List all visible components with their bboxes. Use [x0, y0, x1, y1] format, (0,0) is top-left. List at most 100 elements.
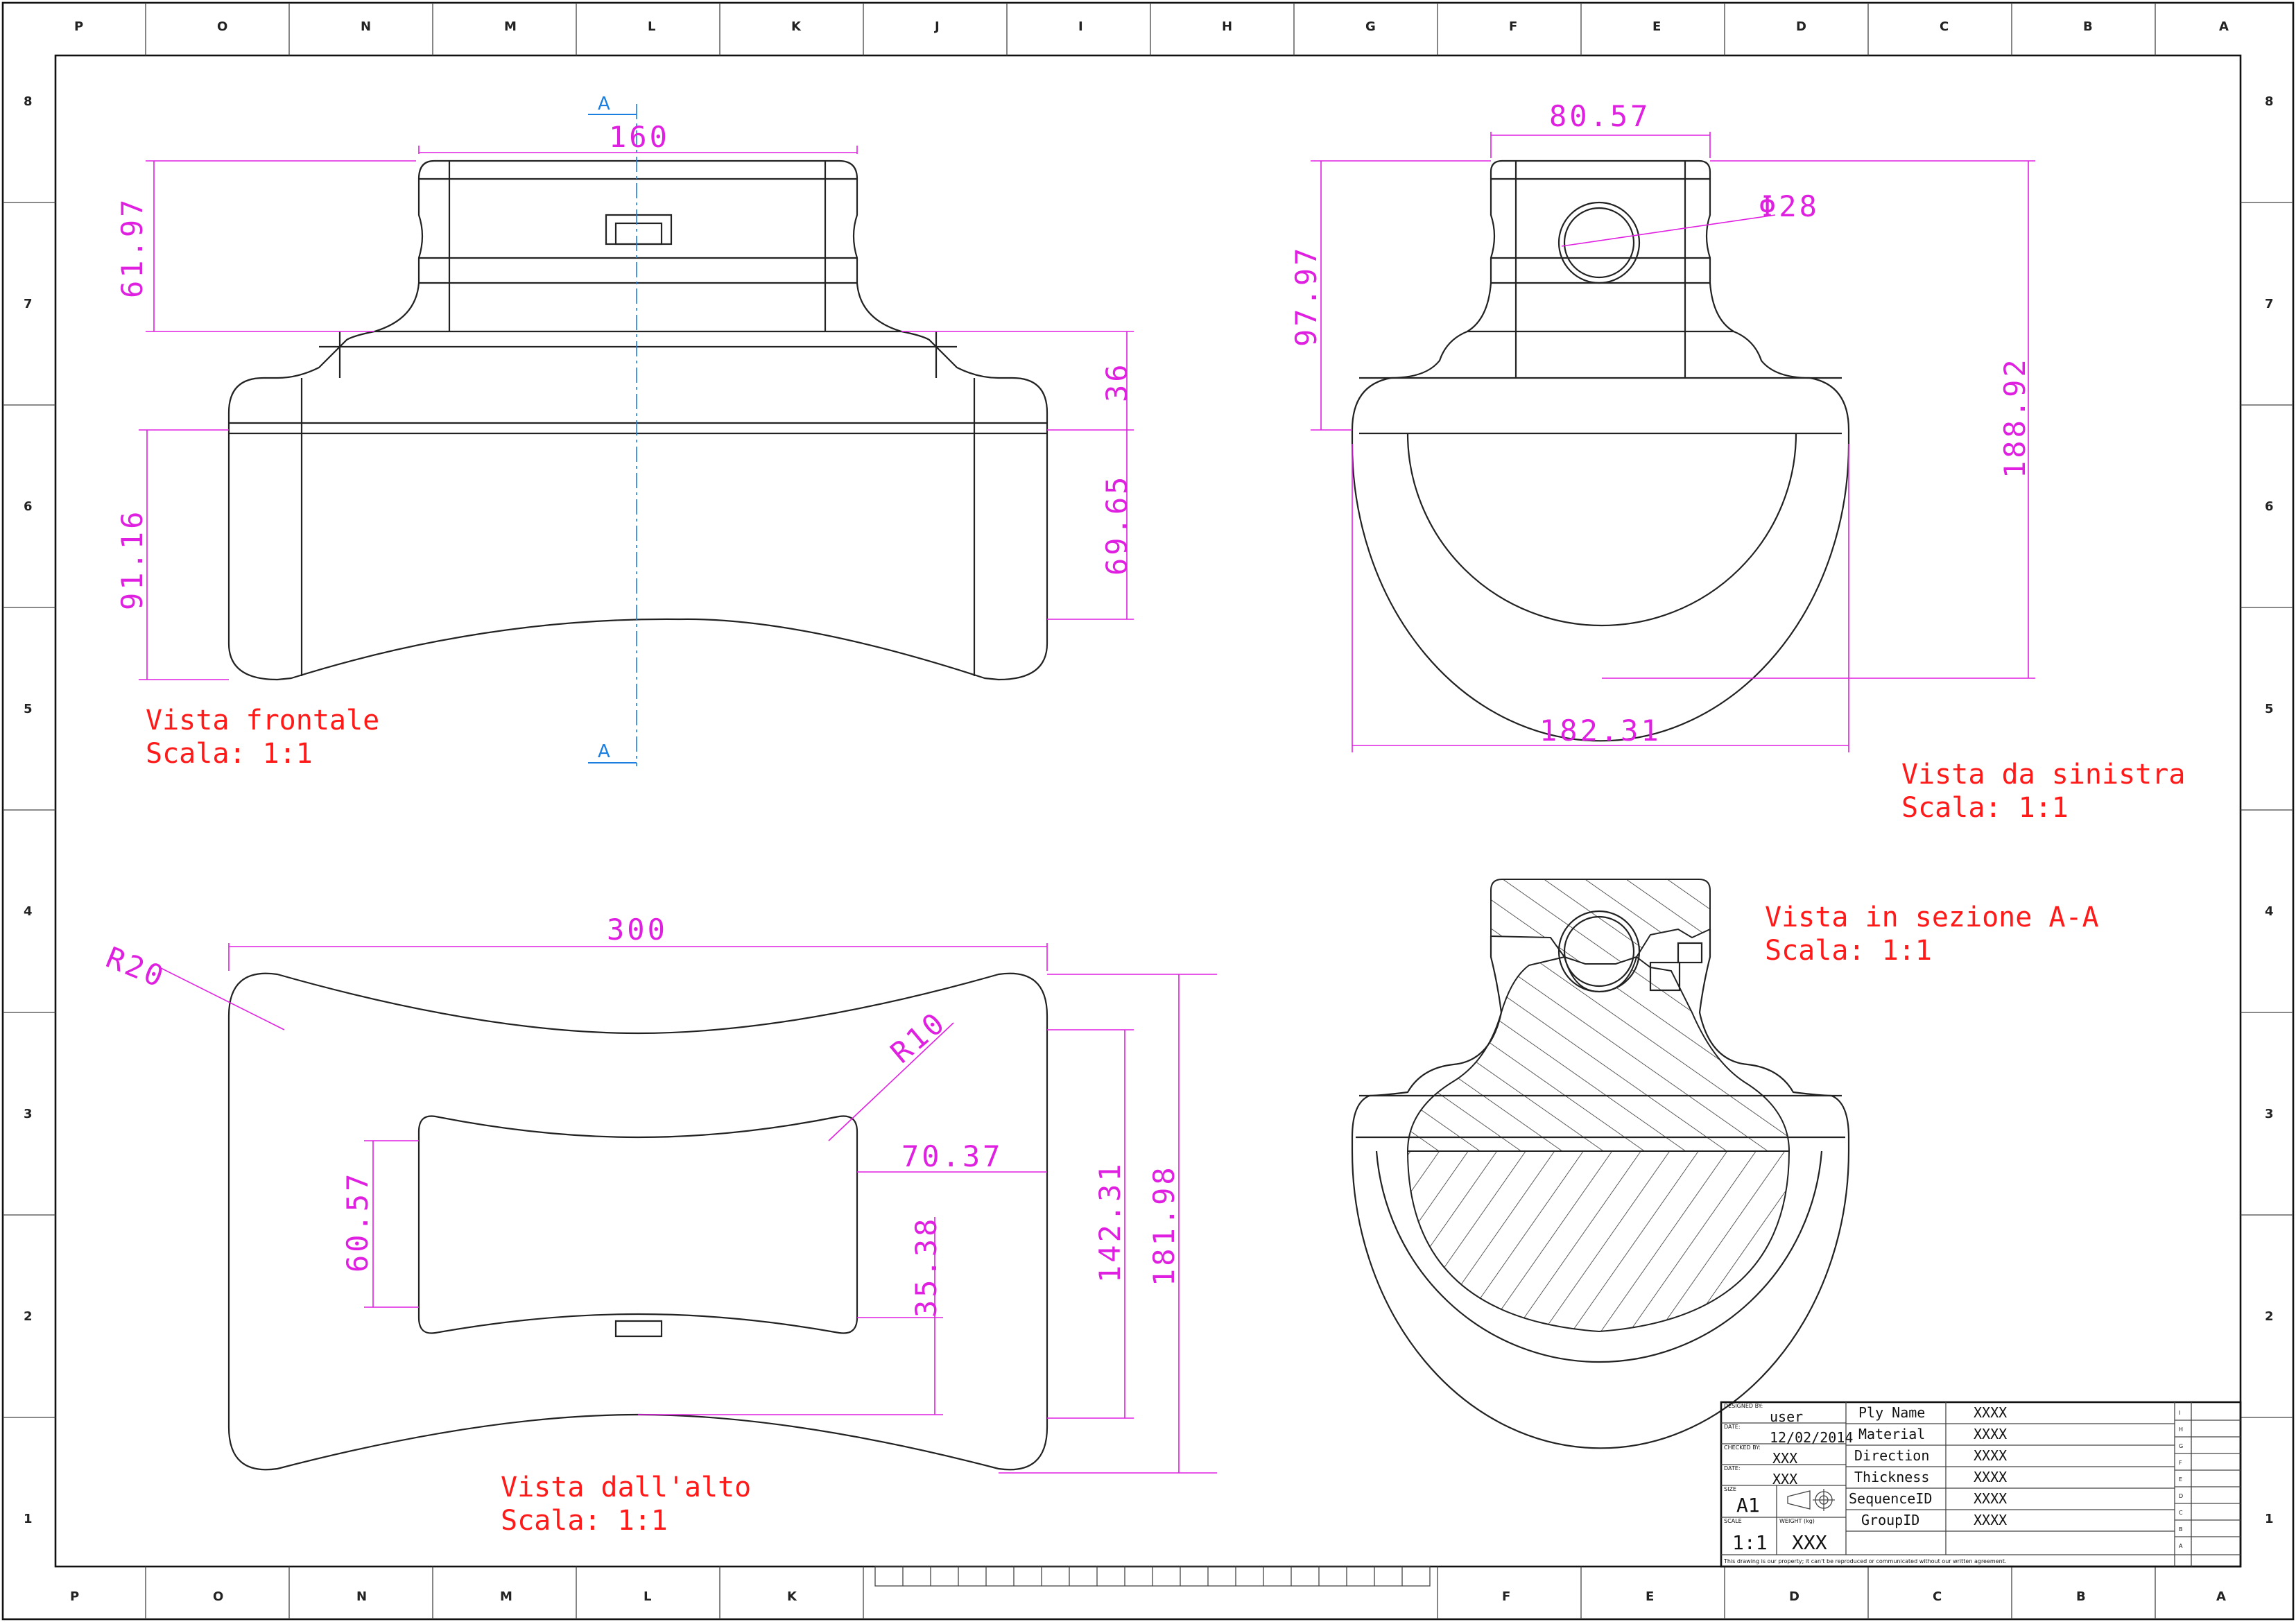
zone-letter: F — [1509, 19, 1517, 34]
tb-rev: B — [2179, 1526, 2183, 1533]
zone-number: 8 — [2265, 94, 2274, 109]
tb-field-label: SequenceID — [1849, 1490, 1932, 1507]
tb-field-value: XXXX — [1974, 1426, 2007, 1442]
tb-date2: XXX — [1772, 1471, 1797, 1487]
dim-front-h-lower: 91.16 — [115, 509, 149, 610]
tb-field-label: Direction — [1854, 1447, 1929, 1464]
zone-letter: A — [2219, 19, 2229, 34]
zone-number: 4 — [24, 904, 33, 919]
dim-left-hole: Φ28 — [1759, 189, 1820, 223]
dim-front-width: 160 — [609, 120, 670, 154]
tb-designed-label: DESIGNED BY: — [1724, 1403, 1763, 1409]
zone-letter: G — [1365, 19, 1376, 34]
zone-letter: D — [1789, 1589, 1799, 1604]
dim-front-h-step: 36 — [1100, 361, 1134, 402]
tb-date2-label: DATE: — [1724, 1465, 1741, 1472]
view-title-left: Vista da sinistra — [1901, 759, 2185, 791]
tb-designed-by: user — [1770, 1408, 1803, 1425]
tb-field-value: XXXX — [1974, 1447, 2007, 1464]
section-view: Vista in sezione A-A Scala: 1:1 — [1351, 879, 2099, 1449]
zone-number: 2 — [2265, 1309, 2274, 1324]
tb-weight-label: WEIGHT (kg) — [1779, 1518, 1815, 1524]
dim-left-width-base: 182.31 — [1539, 714, 1661, 748]
zone-labels-top: P O N M L K J I H G F E D C B A — [74, 19, 2229, 34]
zone-number: 7 — [2265, 297, 2274, 311]
dim-top-h-lower: 35.38 — [909, 1216, 943, 1318]
zone-number: 3 — [24, 1107, 33, 1121]
dim-front-h-mid: 69.65 — [1100, 474, 1134, 576]
zone-number: 1 — [2265, 1512, 2274, 1526]
tb-size: A1 — [1736, 1494, 1760, 1517]
zone-letter: M — [504, 19, 517, 34]
zone-letter: C — [1933, 1589, 1942, 1604]
zone-letter: J — [933, 19, 940, 34]
view-scale-left: Scala: 1:1 — [1901, 792, 2069, 824]
view-scale-top: Scala: 1:1 — [501, 1505, 668, 1537]
projection-symbol-icon — [1787, 1489, 1835, 1511]
zone-letter: N — [356, 1589, 367, 1604]
tb-field-label: Ply Name — [1858, 1404, 1925, 1421]
zone-number: 8 — [24, 94, 33, 109]
zone-letter: H — [1222, 19, 1232, 34]
zone-letter: E — [1652, 19, 1661, 34]
zone-letter: P — [70, 1589, 79, 1604]
tb-field-label: Material — [1858, 1426, 1925, 1442]
dim-top-h-inner: 60.57 — [340, 1171, 374, 1272]
dim-top-width: 300 — [607, 913, 668, 947]
zone-letter: D — [1796, 19, 1806, 34]
zone-number: 5 — [24, 702, 33, 716]
zone-number: 2 — [24, 1309, 33, 1324]
tb-scale-label: SCALE — [1724, 1518, 1742, 1524]
zone-letter: K — [791, 19, 802, 34]
dim-front-h-top: 61.97 — [115, 197, 149, 298]
zone-letter: I — [1078, 19, 1083, 34]
zone-number: 6 — [2265, 499, 2274, 514]
top-view: 300 R20 R10 70.37 60.57 35.38 142.31 181… — [101, 913, 1217, 1537]
tb-rev: D — [2179, 1493, 2183, 1499]
view-scale-section: Scala: 1:1 — [1765, 935, 1932, 967]
tb-date-label: DATE: — [1724, 1424, 1741, 1430]
tb-date: 12/02/2014 — [1770, 1429, 1853, 1446]
dim-left-h-total: 188.92 — [1998, 356, 2032, 478]
tb-rev: H — [2179, 1426, 2183, 1433]
tb-rev: F — [2179, 1460, 2182, 1466]
tb-checked-label: CHECKED BY: — [1724, 1444, 1761, 1451]
zone-letter: C — [1940, 19, 1949, 34]
dim-top-offset: 70.37 — [901, 1139, 1003, 1173]
tb-field-value: XXXX — [1974, 1490, 2007, 1507]
view-scale-front: Scala: 1:1 — [146, 738, 313, 770]
zone-number: 1 — [24, 1512, 33, 1526]
title-block: DESIGNED BY: user DATE: 12/02/2014 CHECK… — [1720, 1401, 2242, 1568]
left-view: 80.57 Φ28 97.97 188.92 182.31 Vista da s… — [1289, 99, 2185, 824]
tb-scale: 1:1 — [1732, 1531, 1768, 1554]
zone-letter: O — [217, 19, 227, 34]
tb-rev: G — [2179, 1443, 2183, 1449]
tb-weight: XXX — [1792, 1531, 1827, 1554]
view-title-top: Vista dall'alto — [501, 1472, 751, 1503]
front-view: A A 160 61.97 36 91.16 69.65 Vista front… — [115, 94, 1134, 770]
tb-field-value: XXXX — [1974, 1512, 2007, 1528]
dim-left-width-top: 80.57 — [1549, 99, 1650, 133]
zone-numbers: 8 7 6 5 4 3 2 1 8 7 6 5 4 3 2 1 — [24, 94, 2274, 1526]
tb-checked-by: XXX — [1772, 1450, 1797, 1467]
section-marker-top: A — [598, 94, 610, 114]
zone-letter: M — [500, 1589, 512, 1604]
bottom-ruler — [874, 1566, 1431, 1587]
tb-field-value: XXXX — [1974, 1469, 2007, 1485]
dim-top-h-total: 181.98 — [1147, 1164, 1181, 1286]
view-title-section: Vista in sezione A-A — [1765, 901, 2099, 933]
tb-rev: E — [2179, 1476, 2182, 1483]
zone-letter: B — [2083, 19, 2093, 34]
zone-number: 7 — [24, 297, 33, 311]
zone-number: 5 — [2265, 702, 2274, 716]
zone-letter: P — [74, 19, 83, 34]
tb-rev: I — [2179, 1410, 2180, 1416]
dim-top-h-mid: 142.31 — [1093, 1161, 1127, 1283]
zone-letter: F — [1502, 1589, 1510, 1604]
dim-top-r-outer: R20 — [101, 940, 171, 994]
section-marker-bottom: A — [598, 741, 610, 762]
zone-number: 3 — [2265, 1107, 2274, 1121]
tb-field-label: Thickness — [1854, 1469, 1929, 1485]
